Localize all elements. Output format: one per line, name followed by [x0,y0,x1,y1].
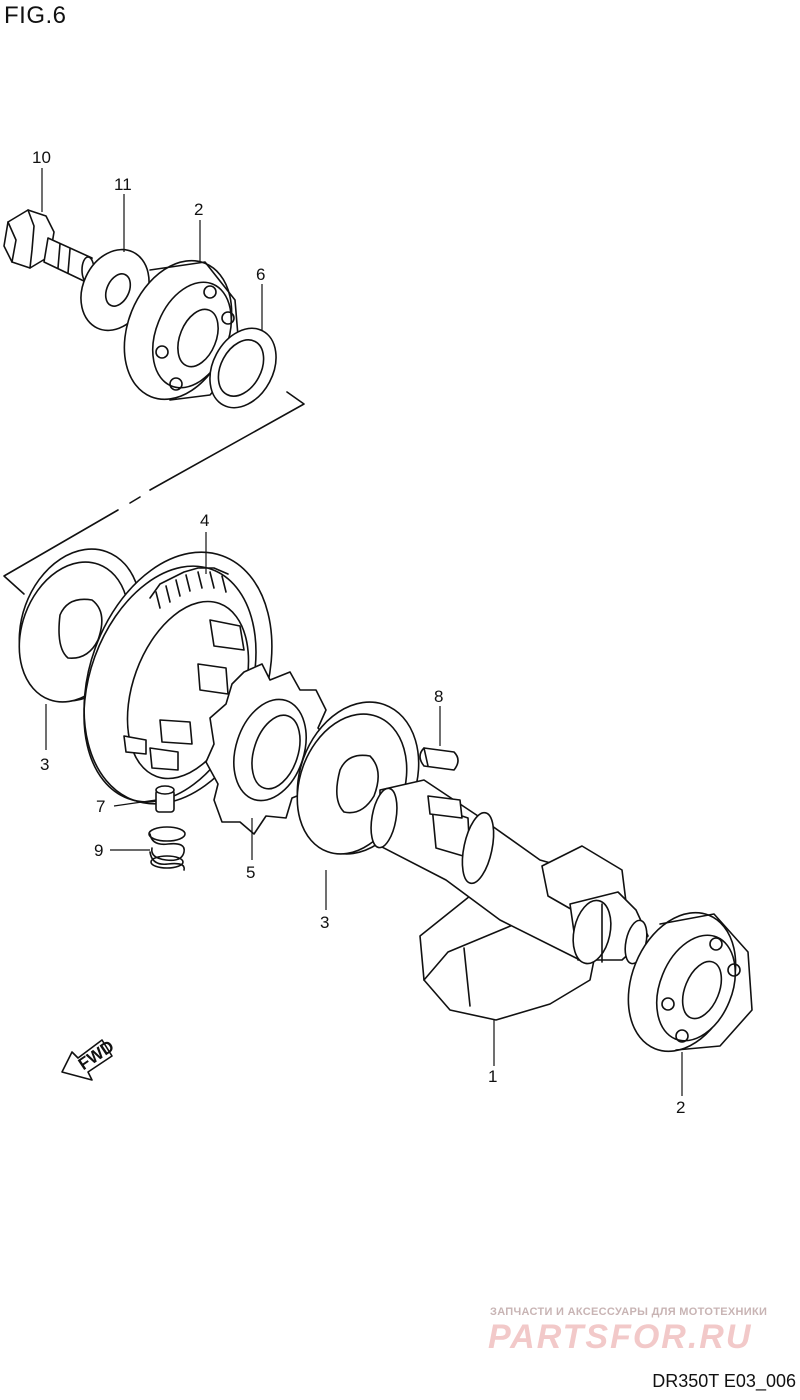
label-part-10: 10 [32,148,51,167]
watermark-logo: PARTSFOR.RU [488,1318,753,1356]
assembly-bracket-line [3,391,305,595]
figure-title: FIG.6 [4,2,67,29]
balancer-shaft-1 [370,779,649,1021]
bearing-2-top [123,259,241,401]
fwd-label: FWD [75,1037,118,1074]
label-part-9: 9 [94,841,103,860]
watermark-tagline: ЗАПЧАСТИ И АКСЕССУАРЫ ДЛЯ МОТОТЕХНИКИ [490,1306,768,1318]
label-part-7: 7 [96,797,105,816]
bolt-10 [3,209,95,284]
spring-9 [148,826,186,871]
leader-lines [41,168,683,1096]
pin-7 [155,785,175,813]
label-part-3-left: 3 [40,755,49,774]
label-part-3-mid: 3 [320,913,329,932]
label-part-5: 5 [246,863,255,882]
key-8 [419,747,459,771]
label-part-8: 8 [434,687,443,706]
fwd-arrow-icon: FWD [61,1037,118,1081]
label-part-4: 4 [200,511,209,530]
label-part-6: 6 [256,265,265,284]
seal-ring-6 [209,327,277,409]
figure-code: DR350T E03_006 [652,1371,796,1391]
bearing-2-bottom [627,911,753,1053]
label-part-11: 11 [114,175,132,194]
label-part-2-bottom: 2 [676,1098,685,1117]
damper-hub-5 [205,663,335,835]
label-part-1: 1 [488,1067,497,1086]
label-part-2-top: 2 [194,200,203,219]
part-number-labels: 10 11 2 6 4 3 8 7 9 5 3 1 2 [32,148,685,1117]
